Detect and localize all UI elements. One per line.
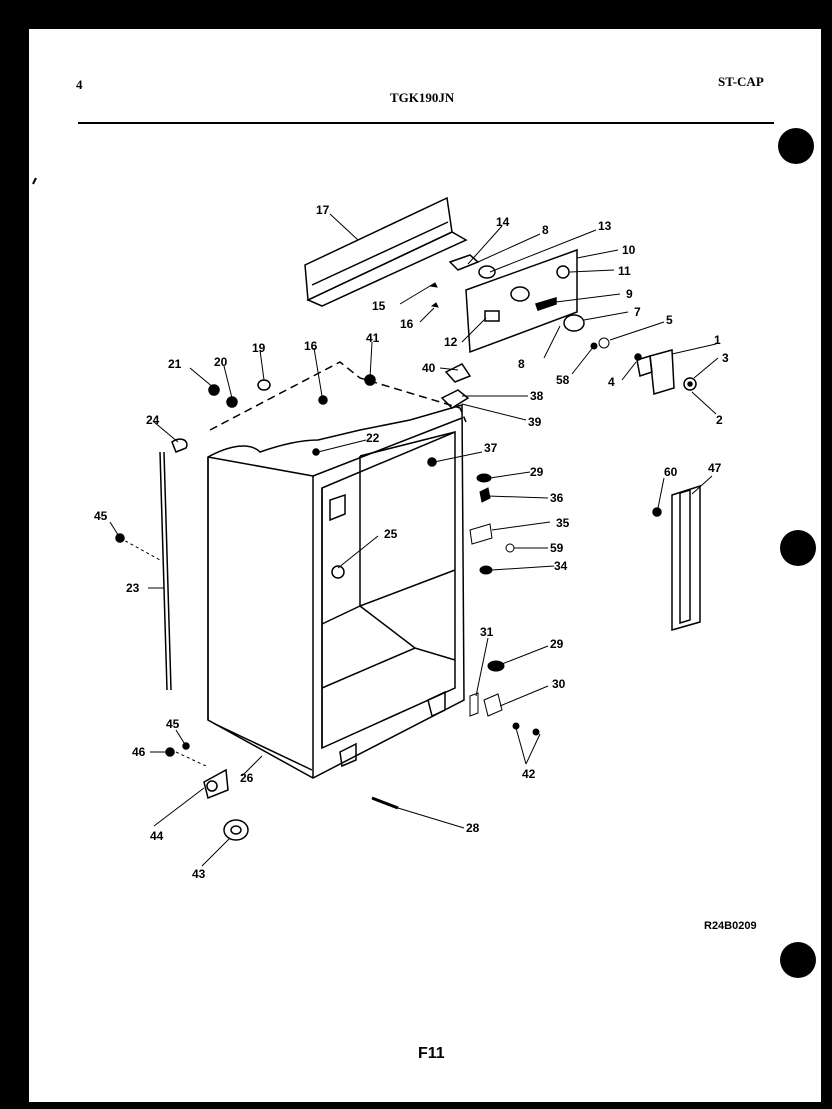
label-12: 12 [444, 335, 458, 349]
section-code: ST-CAP [718, 74, 764, 89]
drawing-code: R24B0209 [704, 920, 757, 932]
part-number-labels: 17 14 8 13 10 11 9 7 5 15 16 12 8 58 1 3… [94, 203, 729, 881]
label-35: 35 [556, 516, 570, 530]
label-30: 30 [552, 677, 566, 691]
label-46: 46 [132, 745, 146, 759]
label-31: 31 [480, 625, 494, 639]
label-22: 22 [366, 431, 380, 445]
label-25: 25 [384, 527, 398, 541]
label-60: 60 [664, 465, 678, 479]
binder-hole-bottom [780, 942, 816, 978]
part-1-thermostat [634, 349, 697, 395]
label-1: 1 [714, 333, 721, 347]
label-36: 36 [550, 491, 564, 505]
label-9: 9 [626, 287, 633, 301]
label-58: 58 [556, 373, 570, 387]
label-2: 2 [716, 413, 723, 427]
part-17-top-cover [304, 196, 468, 307]
part-47-rail [652, 484, 701, 631]
label-20: 20 [214, 355, 228, 369]
label-18: 16 [304, 339, 318, 353]
binder-hole-top [778, 128, 814, 164]
label-37: 37 [484, 441, 498, 455]
stray-mark [32, 177, 37, 185]
leader-lines [109, 213, 719, 867]
model-number: TGK190JN [390, 90, 455, 105]
label-45a: 45 [94, 509, 108, 523]
label-8b: 8 [518, 357, 525, 371]
label-38: 38 [530, 389, 544, 403]
part-10-control-panel [448, 248, 585, 354]
part-26-cabinet-shell [207, 361, 467, 779]
label-44: 44 [150, 829, 164, 843]
label-34: 34 [554, 559, 568, 573]
label-13: 13 [598, 219, 612, 233]
label-21: 21 [168, 357, 182, 371]
hinge-hardware [469, 473, 540, 736]
label-5: 5 [666, 313, 673, 327]
label-43: 43 [192, 867, 206, 881]
page-number: 4 [76, 77, 83, 92]
figure-number: F11 [418, 1045, 445, 1062]
label-23: 23 [126, 581, 140, 595]
label-3: 3 [722, 351, 729, 365]
label-17: 17 [316, 203, 330, 217]
label-7: 7 [634, 305, 641, 319]
label-29a: 29 [530, 465, 544, 479]
label-42: 42 [522, 767, 536, 781]
label-4: 4 [608, 375, 615, 389]
part-23-drain-rod [159, 438, 188, 691]
label-26: 26 [240, 771, 254, 785]
label-24: 24 [146, 413, 160, 427]
label-11: 11 [618, 264, 631, 278]
label-45b: 45 [166, 717, 180, 731]
label-16a: 16 [400, 317, 414, 331]
label-15: 15 [372, 299, 386, 313]
label-10: 10 [622, 243, 636, 257]
label-47: 47 [708, 461, 722, 475]
label-59: 59 [550, 541, 564, 555]
part-38-top-hinge [440, 363, 472, 409]
binder-hole-middle [780, 530, 816, 566]
label-19: 19 [252, 341, 266, 355]
label-28: 28 [466, 821, 480, 835]
label-40: 40 [422, 361, 436, 375]
label-8a: 8 [542, 223, 549, 237]
label-41: 41 [366, 331, 380, 345]
label-39: 39 [528, 415, 542, 429]
label-29b: 29 [550, 637, 564, 651]
label-14: 14 [496, 215, 510, 229]
